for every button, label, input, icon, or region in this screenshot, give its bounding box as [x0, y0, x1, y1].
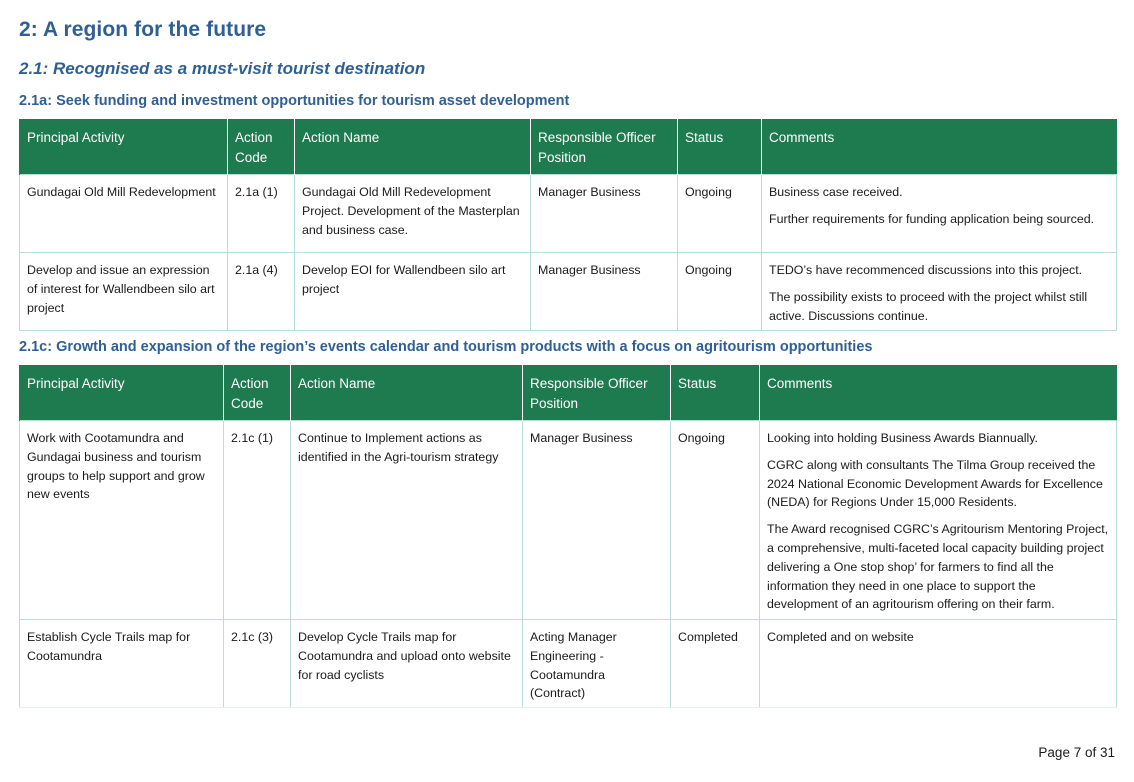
- table2-heading: 2.1c: Growth and expansion of the region…: [19, 339, 873, 355]
- table-header-row: Principal Activity Action Code Action Na…: [19, 365, 1117, 421]
- cell-officer: Manager Business: [530, 174, 678, 253]
- cell-status: Completed: [670, 618, 760, 709]
- cell-officer: Manager Business: [530, 252, 678, 331]
- cell-activity: Work with Cootamundra and Gundagai busin…: [19, 420, 224, 620]
- col-comments: Comments: [761, 119, 1117, 175]
- comment-text: CGRC along with consultants The Tilma Gr…: [767, 457, 1103, 510]
- subsection-title: 2.1: Recognised as a must-visit tourist …: [19, 59, 426, 78]
- comment-text: Looking into holding Business Awards Bia…: [767, 431, 1038, 445]
- col-responsible-officer: Responsible Officer Position: [522, 365, 671, 421]
- cell-code: 2.1a (1): [227, 174, 295, 253]
- cell-activity: Establish Cycle Trails map for Cootamund…: [19, 618, 224, 709]
- cell-action: Continue to Implement actions as identif…: [290, 420, 523, 620]
- action-table-2-1c: Principal Activity Action Code Action Na…: [19, 365, 1117, 709]
- page-number: Page 7 of 31: [1038, 745, 1115, 760]
- cell-code: 2.1a (4): [227, 252, 295, 331]
- cell-action: Develop EOI for Wallendbeen silo art pro…: [294, 252, 531, 331]
- cell-activity: Gundagai Old Mill Redevelopment: [19, 174, 228, 253]
- col-comments: Comments: [759, 365, 1117, 421]
- col-action-code: Action Code: [223, 365, 291, 421]
- table-row: Develop and issue an expression of inter…: [19, 252, 1117, 331]
- cell-status: Ongoing: [670, 420, 760, 620]
- col-principal-activity: Principal Activity: [19, 365, 224, 421]
- col-status: Status: [670, 365, 760, 421]
- col-status: Status: [677, 119, 762, 175]
- col-principal-activity: Principal Activity: [19, 119, 228, 175]
- comment-text: Further requirements for funding applica…: [769, 211, 1095, 226]
- comment-text: Business case received.: [769, 185, 903, 199]
- col-action-name: Action Name: [294, 119, 531, 175]
- table-row: Gundagai Old Mill Redevelopment 2.1a (1)…: [19, 174, 1117, 253]
- cell-code: 2.1c (1): [223, 420, 291, 620]
- table-row: Establish Cycle Trails map for Cootamund…: [19, 618, 1117, 709]
- table-row: Work with Cootamundra and Gundagai busin…: [19, 420, 1117, 620]
- comment-text: The Award recognised CGRC’s Agritourism …: [767, 522, 1109, 612]
- comment-text: TEDO’s have recommenced discussions into…: [769, 263, 1083, 277]
- cell-action: Develop Cycle Trails map for Cootamundra…: [290, 618, 523, 709]
- comment-text: The possibility exists to proceed with t…: [769, 289, 1088, 323]
- cell-officer: Acting Manager Engineering - Cootamundra…: [522, 618, 671, 709]
- cell-comments: Completed and on website: [759, 618, 1117, 709]
- cell-status: Ongoing: [677, 174, 762, 253]
- col-action-name: Action Name: [290, 365, 523, 421]
- col-action-code: Action Code: [227, 119, 295, 175]
- section-title: 2: A region for the future: [19, 18, 267, 41]
- cell-status: Ongoing: [677, 252, 762, 331]
- cell-action: Gundagai Old Mill Redevelopment Project.…: [294, 174, 531, 253]
- table1-heading: 2.1a: Seek funding and investment opport…: [19, 93, 570, 109]
- cell-code: 2.1c (3): [223, 618, 291, 709]
- action-table-2-1a: Principal Activity Action Code Action Na…: [19, 119, 1117, 331]
- cell-officer: Manager Business: [522, 420, 671, 620]
- table-header-row: Principal Activity Action Code Action Na…: [19, 119, 1117, 175]
- cell-comments: Looking into holding Business Awards Bia…: [759, 420, 1117, 620]
- cell-activity: Develop and issue an expression of inter…: [19, 252, 228, 331]
- col-responsible-officer: Responsible Officer Position: [530, 119, 678, 175]
- comment-text: Completed and on website: [767, 630, 914, 644]
- cell-comments: TEDO’s have recommenced discussions into…: [761, 252, 1117, 331]
- cell-comments: Business case received. Further requirem…: [761, 174, 1117, 253]
